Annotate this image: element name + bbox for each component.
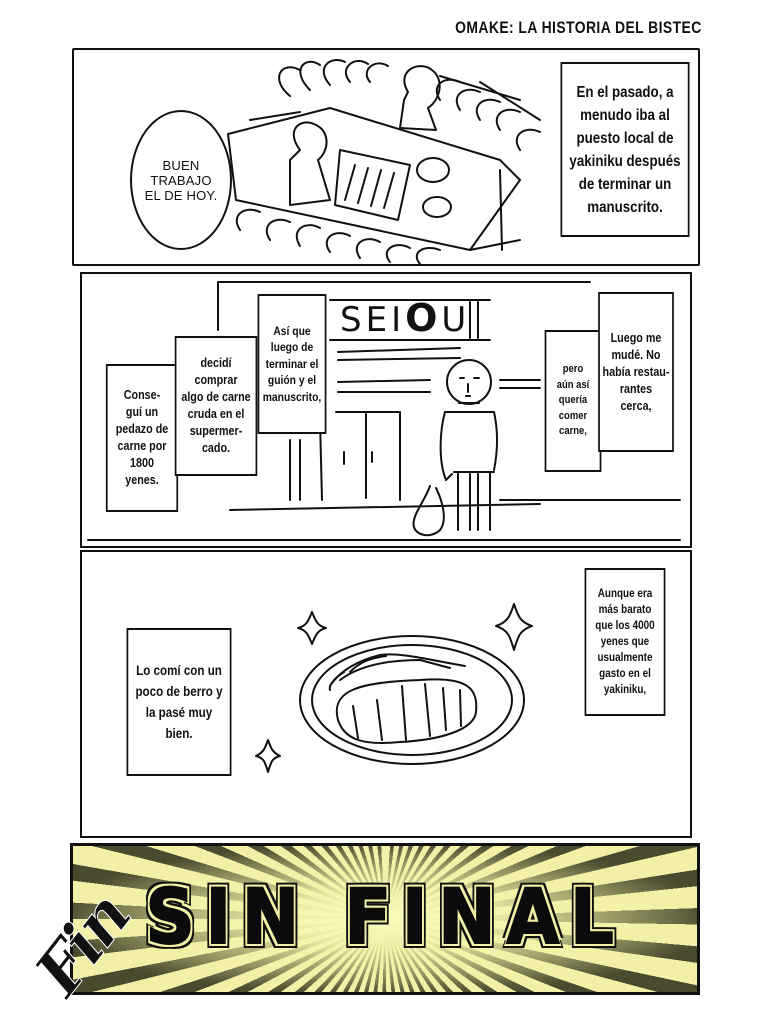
caption-line: Luego me [610, 330, 662, 345]
caption-line: comprar [194, 373, 238, 387]
caption-decidi: decidí comprar algo de carne cruda en el… [174, 336, 258, 476]
bubble-line: TRABAJO [150, 172, 212, 188]
store-sign-suffix: U [441, 300, 471, 340]
caption-consegui: Conse- guí un pedazo de carne por 1800 y… [105, 364, 179, 512]
caption-line: Aunque era [597, 588, 653, 600]
caption-en-el-pasado: En el pasado, a menudo iba al puesto loc… [560, 62, 690, 237]
caption-line: gasto en el [599, 668, 651, 680]
store-sign: SEIOU [340, 296, 470, 340]
caption-line: cruda en el [187, 407, 245, 421]
caption-line: pedazo de [115, 422, 169, 436]
panel-supermarket [80, 272, 692, 548]
caption-line: más barato [598, 604, 652, 616]
panel-steak [80, 550, 692, 838]
caption-luego-me-mude: Luego me mudé. No había restau- rantes c… [598, 292, 674, 452]
caption-lo-comi: Lo comí con un poco de berro y la pasé m… [126, 628, 232, 776]
caption-line: carne, [559, 425, 587, 438]
caption-line: usualmente [597, 652, 653, 664]
store-sign-prefix: SEI [340, 300, 406, 340]
page-title: OMAKE: LA HISTORIA DEL BISTEC [455, 18, 702, 37]
caption-line: que los 4000 [595, 620, 655, 632]
caption-line: terminar el [265, 356, 319, 371]
caption-line: 1800 [130, 456, 154, 470]
caption-line: rantes [619, 381, 653, 396]
caption-line: yenes. [125, 473, 159, 487]
caption-line: Conse- [123, 388, 161, 402]
caption-aunque: Aunque era más barato que los 4000 yenes… [584, 568, 666, 716]
caption-line: mudé. No [611, 347, 661, 362]
caption-line: comer [558, 409, 588, 422]
caption-line: bien. [165, 726, 193, 741]
caption-line: luego de [270, 340, 314, 355]
speech-bubble: BUEN TRABAJO EL DE HOY. [130, 110, 232, 250]
caption-line: guión y el [267, 373, 317, 388]
caption-pero-aun-asi: pero aún así quería comer carne, [544, 330, 602, 472]
caption-line: la pasé muy [145, 705, 213, 720]
caption-line: decidí [200, 356, 232, 370]
caption-line: pero [562, 363, 584, 376]
caption-line: manuscrito, [262, 389, 322, 404]
caption-line: menudo iba al [580, 106, 670, 124]
caption-line: manuscrito. [587, 198, 663, 216]
caption-line: algo de carne [181, 390, 251, 404]
caption-asi-que: Así que luego de terminar el guión y el … [257, 294, 327, 434]
caption-line: poco de berro y [135, 684, 223, 699]
store-sign-highlight: O [405, 296, 442, 340]
caption-line: cerca, [620, 398, 652, 413]
caption-line: quería [558, 394, 588, 407]
caption-line: yakiniku después [569, 152, 681, 170]
caption-line: carne por [117, 439, 167, 453]
sunburst-background [73, 846, 697, 992]
caption-line: Lo comí con un [136, 663, 222, 678]
sin-final-banner: SIN FINAL [70, 843, 700, 995]
caption-line: de terminar un [578, 175, 672, 193]
caption-line: cado. [201, 441, 231, 455]
banner-title: SIN FINAL [145, 871, 625, 962]
bubble-line: EL DE HOY. [144, 187, 218, 203]
caption-line: En el pasado, a [576, 83, 674, 101]
caption-line: guí un [125, 405, 159, 419]
caption-line: yakiniku, [603, 684, 647, 696]
caption-line: puesto local de [576, 129, 674, 147]
bubble-line: BUEN [162, 157, 200, 173]
caption-line: supermer- [189, 424, 243, 438]
caption-line: había restau- [602, 364, 670, 379]
caption-line: yenes que [600, 636, 650, 648]
caption-line: aún así [556, 378, 590, 391]
caption-line: Así que [273, 323, 311, 338]
